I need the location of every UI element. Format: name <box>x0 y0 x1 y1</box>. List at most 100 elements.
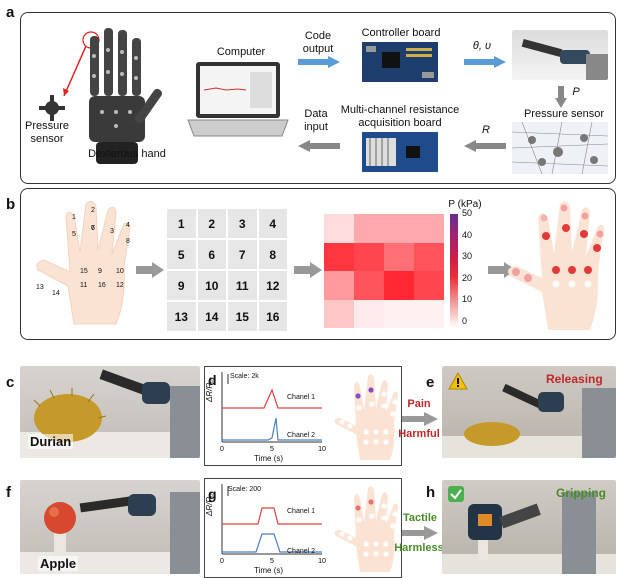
panel-b-frame <box>20 188 616 340</box>
colorbar-tick-30: 30 <box>462 251 473 261</box>
g-hand-dot <box>390 523 396 529</box>
code-output-arrow <box>298 56 340 68</box>
hand-number-12: 12 <box>116 282 124 289</box>
theta-arrow <box>464 56 506 68</box>
d-hand-dot <box>363 429 369 435</box>
g-channel1-label: Chanel 1 <box>287 508 316 515</box>
checkmark-icon <box>448 486 464 502</box>
hand-number-9: 9 <box>98 268 102 275</box>
colorbar-tick-20: 20 <box>462 272 473 283</box>
grid-cell-12: 12 <box>257 270 288 301</box>
g-mini-hand-shape <box>334 486 398 572</box>
d-hand-dot <box>381 403 387 409</box>
d-channel2-line <box>222 417 322 441</box>
grid-cell-13: 13 <box>166 301 197 332</box>
harmless-label: Harmless <box>394 542 444 554</box>
hand-number-16: 16 <box>98 282 106 289</box>
heatmap-cell-4 <box>414 214 444 243</box>
g-hand-dot <box>363 551 369 557</box>
hand-number-10: 10 <box>116 268 124 275</box>
hand-number-7: 7 <box>91 225 95 232</box>
hand-number-6: 6 <box>91 225 95 232</box>
g-hand-dot <box>381 503 387 509</box>
hand-number-3: 3 <box>110 228 114 235</box>
heatmap-cell-6 <box>354 242 384 271</box>
g-ylabel: ΔR/R₀ <box>205 493 214 516</box>
panel-letter-f: f <box>6 484 11 501</box>
colorbar-tick-50: 50 <box>462 208 473 218</box>
heatmap-cell-9 <box>324 271 354 300</box>
colorbar-tick-40: 40 <box>462 229 473 240</box>
hand-number-15: 15 <box>80 268 88 275</box>
grid-cell-14: 14 <box>196 301 227 332</box>
hand-number-13: 13 <box>36 284 44 291</box>
d-xtick-0: 0 <box>220 446 224 453</box>
panel-d-frame <box>204 366 402 466</box>
laptop-icon <box>187 62 289 137</box>
heatmap-cell-12 <box>414 271 444 300</box>
heatmap-cell-2 <box>354 214 384 243</box>
heatmap-cell-10 <box>354 271 384 300</box>
d-hand-dot <box>356 405 362 411</box>
data-input-label: Data input <box>304 108 328 133</box>
g-hand-dot <box>356 517 362 523</box>
g-hand-dot <box>368 499 374 505</box>
d-xtick-10: 10 <box>318 446 326 453</box>
g-hand-dot <box>369 513 375 519</box>
d-hand-dot <box>373 429 379 435</box>
signal-plot-durian: 0 5 10 <box>220 372 398 460</box>
pressure-sensor-icon <box>39 95 65 121</box>
d-hand-dot <box>369 401 375 407</box>
grid-cell-15: 15 <box>227 301 258 332</box>
g-xlabel: Time (s) <box>254 566 284 575</box>
grid-cell-1: 1 <box>166 208 197 239</box>
g-hand-dot <box>373 541 379 547</box>
g-xtick-10: 10 <box>318 558 326 565</box>
d-xtick-5: 5 <box>270 446 274 453</box>
grid-cell-16: 16 <box>257 301 288 332</box>
controller-board-icon <box>362 42 438 82</box>
d-hand-dot <box>383 439 389 445</box>
pressure-sensor-structure-illustration <box>512 122 608 174</box>
tactile-label: Tactile <box>402 512 438 524</box>
pressure-heatmap <box>324 214 444 328</box>
colorbar-tick-10: 10 <box>462 294 473 304</box>
g-xtick-5: 5 <box>270 558 274 565</box>
grid-cell-8: 8 <box>257 239 288 270</box>
hand-diagram-numbered <box>36 200 131 325</box>
d-hand-dot <box>347 423 353 429</box>
arrow-pain <box>402 412 438 426</box>
colorbar-title: P (kPa) <box>448 199 482 210</box>
heatmap-cell-3 <box>384 214 414 243</box>
hand-number-14: 14 <box>52 290 60 297</box>
acquisition-board-label: Multi-channel resistance acquisition boa… <box>340 104 460 129</box>
heatmap-cell-8 <box>414 242 444 271</box>
heatmap-cell-5 <box>324 242 354 271</box>
dexterous-hand-label: Dexterous hand <box>88 148 166 160</box>
hand-number-2: 2 <box>91 207 95 214</box>
releasing-photo <box>442 366 616 458</box>
grid-cell-11: 11 <box>227 270 258 301</box>
g-hand-dot <box>347 535 353 541</box>
gripping-label: Gripping <box>556 486 606 500</box>
hand-number-5: 5 <box>72 231 76 238</box>
g-hand-dot <box>392 511 398 517</box>
g-hand-dot <box>383 551 389 557</box>
panel-letter-b: b <box>6 196 16 213</box>
g-hand-dot <box>355 505 361 511</box>
d-hand-dot <box>368 387 374 393</box>
d-hand-dot <box>339 419 345 425</box>
d-ylabel: ΔR/R₀ <box>205 379 214 402</box>
hand-number-11: 11 <box>80 282 88 289</box>
harmful-label: Harmful <box>398 428 440 440</box>
hand-number-8: 8 <box>126 238 130 245</box>
grid-cell-7: 7 <box>227 239 258 270</box>
r-arrow <box>464 140 506 152</box>
hand-number-1: 1 <box>72 214 76 221</box>
g-channel1-line <box>222 507 322 525</box>
controller-board-label: Controller board <box>361 27 441 39</box>
g-channel2-label: Chanel 2 <box>287 548 316 555</box>
durian-label: Durian <box>28 434 74 449</box>
heatmap-cell-1 <box>324 214 354 243</box>
